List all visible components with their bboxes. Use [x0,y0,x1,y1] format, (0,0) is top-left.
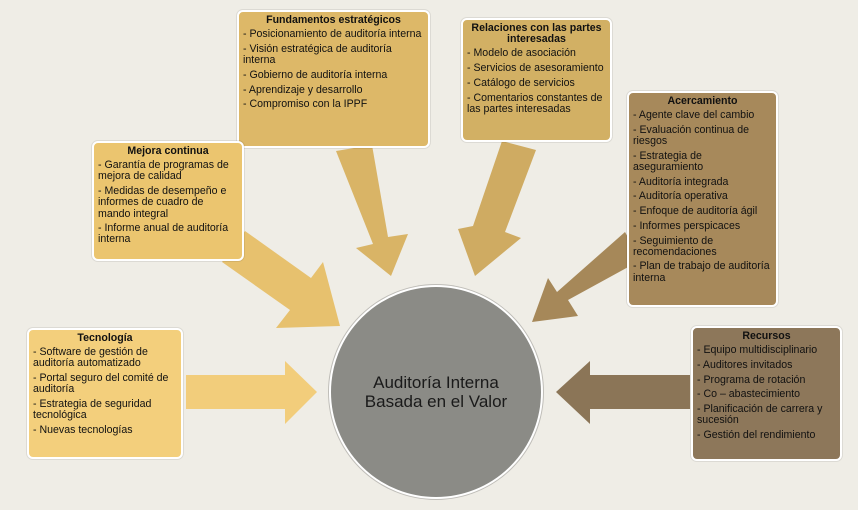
list-item: - Programa de rotación [697,373,806,386]
arrow-relaciones [458,141,536,276]
arrow-mejora [222,231,340,328]
list-item: - Co – abastecimiento [697,388,801,401]
list-item: - Catálogo de servicios [467,76,575,89]
list-item: - Compromiso con la IPPF [243,98,368,111]
list-item: - Modelo de asociación [467,47,576,60]
box-recursos: Recursos - Equipo multidisciplinario - A… [691,326,842,461]
list-item: - Auditoría integrada [633,175,729,188]
list-item: - Gobierno de auditoría interna [243,68,388,81]
list-item: - Medidas de desempeño e informes de cua… [98,185,227,220]
box-tecnologia: Tecnología - Software de gestión de audi… [27,328,183,459]
box-acercamiento: Acercamiento - Agente clave del cambio -… [627,91,778,307]
list-item: - Enfoque de auditoría ágil [633,205,758,218]
box-acercamiento-title: Acercamiento [667,95,738,107]
list-item: - Auditores invitados [697,358,793,371]
box-mejora-title: Mejora continua [127,145,209,157]
list-item: - Plan de trabajo de auditoría interna [633,260,770,284]
arrow-fundamentos [336,145,408,276]
list-item: - Agente clave del cambio [633,109,755,122]
box-relaciones: Relaciones con las partes interesadas - … [461,18,612,142]
list-item: - Seguimiento de recomendaciones [633,234,717,258]
list-item: - Portal seguro del comité de auditoría [33,372,169,396]
list-item: - Posicionamiento de auditoría interna [243,28,422,41]
box-fundamentos: Fundamentos estratégicos - Posicionamien… [237,10,430,148]
list-item: - Evaluación continua de riesgos [633,123,750,148]
arrow-recursos [556,361,690,424]
list-item: - Garantía de programas de mejora de cal… [98,159,229,183]
box-recursos-title: Recursos [742,330,791,342]
center-title-line2: Basada en el Valor [364,392,508,411]
box-mejora: Mejora continua - Garantía de programas … [92,141,244,261]
list-item: - Estrategia de aseguramiento [633,149,704,174]
list-item: - Nuevas tecnologías [33,423,133,436]
list-item: - Auditoría operativa [633,190,728,203]
center-title-line1: Auditoría Interna [373,373,499,392]
list-item: - Equipo multidisciplinario [697,344,818,357]
list-item: - Gestión del rendimiento [697,428,816,441]
list-item: - Servicios de asesoramiento [467,62,604,75]
list-item: - Informes perspicaces [633,219,741,232]
list-item: - Visión estratégica de auditoría intern… [243,42,392,67]
list-item: - Informe anual de auditoría interna [98,222,229,246]
box-tecnologia-title: Tecnología [77,332,133,344]
center-circle: Auditoría Interna Basada en el Valor [329,285,543,499]
list-item: - Estrategia de seguridad tecnológica [33,398,152,422]
list-item: - Aprendizaje y desarrollo [243,83,363,96]
arrow-tecnologia [186,361,317,424]
box-fundamentos-title: Fundamentos estratégicos [266,14,401,26]
box-relaciones-title: Relaciones con las partes interesadas [471,22,602,46]
list-item: - Comentarios constantes de las partes i… [467,91,603,115]
list-item: - Software de gestión de auditoría autom… [33,346,148,370]
arrow-acercamiento [532,232,641,322]
list-item: - Planificación de carrera y sucesión [697,403,823,427]
